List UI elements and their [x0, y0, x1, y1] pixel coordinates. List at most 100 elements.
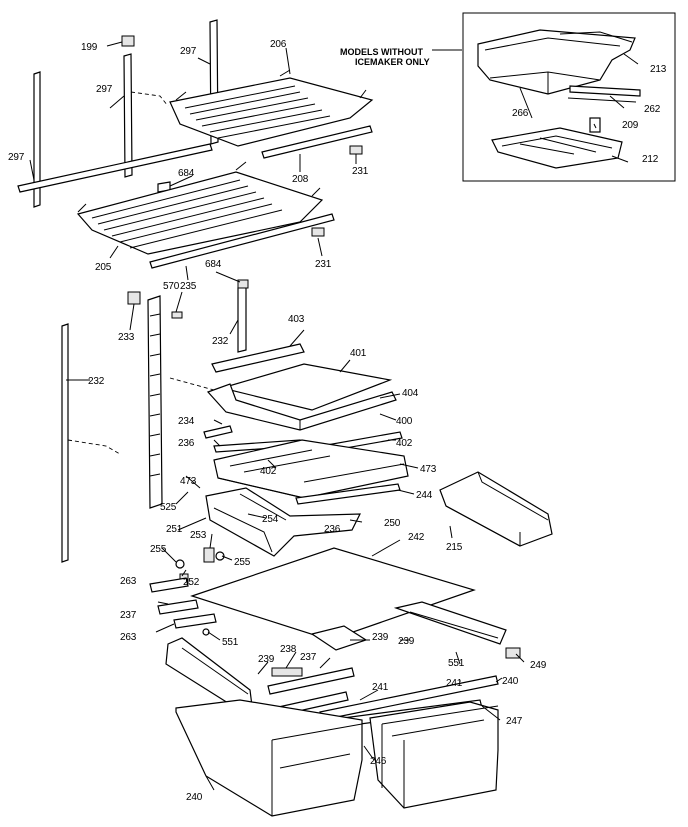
screw-684b: [237, 279, 249, 289]
label-473a: 473: [420, 464, 437, 475]
clip-249: [505, 647, 521, 659]
part-255a: [175, 559, 185, 569]
label-237b: 237: [300, 652, 317, 663]
shelf-trim-208: [261, 125, 373, 159]
label-213: 213: [650, 64, 667, 75]
tray-rail-lower: [567, 97, 637, 103]
label-232a: 232: [212, 336, 229, 347]
label-208: 208: [292, 174, 309, 185]
label-209: 209: [622, 120, 639, 131]
left-slide-frame: [165, 637, 253, 709]
label-239b: 239: [398, 636, 415, 647]
ladder-rail-upper: [237, 285, 247, 353]
rail-dash-a: [130, 91, 169, 107]
crisper-drawer-right-edges: [381, 705, 499, 808]
label-262: 262: [644, 104, 661, 115]
label-402a: 402: [396, 438, 413, 449]
leader-lines-paths: [29, 41, 525, 791]
ice-tray: [477, 29, 636, 95]
glass-shelf-401: [219, 363, 393, 411]
label-253: 253: [190, 530, 207, 541]
label-236b: 236: [324, 524, 341, 535]
ladder-rail-232b: [147, 295, 163, 509]
label-570: 570: [163, 281, 180, 292]
bracket-234: [203, 425, 233, 439]
label-266: 266: [512, 108, 529, 119]
label-684a: 684: [178, 168, 195, 179]
glass-panel-242: [190, 547, 476, 641]
cantilever-shelf-lines: [217, 449, 405, 499]
side-rail-232a: [61, 323, 69, 563]
icemaker-shelf-grid: [501, 135, 613, 155]
crisper-drawer-left: [175, 699, 363, 817]
crisper-frame-250: [205, 487, 361, 557]
label-234: 234: [178, 416, 195, 427]
label-235: 235: [180, 281, 197, 292]
label-254: 254: [262, 514, 279, 525]
label-249: 249: [530, 660, 547, 671]
tray-rail: [569, 85, 641, 97]
trim-403: [211, 343, 305, 373]
right-rail-239: [393, 601, 507, 645]
wire-shelf-205-tabs: [77, 161, 321, 213]
strip-237b: [267, 667, 355, 695]
wire-shelf-206-tabs: [175, 69, 367, 101]
clip-199: [121, 35, 135, 47]
label-233: 233: [118, 332, 135, 343]
label-240a: 240: [502, 676, 519, 687]
label-247: 247: [506, 716, 523, 727]
label-251: 251: [166, 524, 183, 535]
label-297b: 297: [96, 84, 113, 95]
inset-leader-lines: [519, 53, 639, 163]
freezer-section: [17, 19, 374, 269]
right-rail-239-inner: [409, 611, 499, 639]
label-473b: 473: [180, 476, 197, 487]
rear-rail-297: [123, 53, 133, 178]
support-231b: [311, 227, 325, 237]
inset-frame: [462, 12, 676, 182]
shelf-frame-404: [206, 383, 397, 431]
label-199: 199: [81, 42, 98, 53]
label-231a: 231: [352, 166, 369, 177]
label-551b: 551: [448, 658, 465, 669]
label-255b: 255: [234, 557, 251, 568]
label-551a: 551: [222, 637, 239, 648]
label-239a: 239: [372, 632, 389, 643]
cross-bar: [17, 143, 213, 193]
crisper-frame-edges: [213, 493, 287, 553]
label-205: 205: [95, 262, 112, 273]
label-237a: 237: [120, 610, 137, 621]
label-250: 250: [384, 518, 401, 529]
wire-shelf-205: [76, 171, 324, 255]
wire-shelf-206-wires: [184, 85, 331, 139]
label-246: 246: [370, 756, 387, 767]
label-525: 525: [160, 502, 177, 513]
screw-570: [171, 311, 183, 319]
door-bin-215: [439, 471, 553, 547]
bracket-233: [127, 291, 141, 305]
inset-header-line2: ICEMAKER ONLY: [355, 57, 430, 67]
label-404: 404: [402, 388, 419, 399]
label-401: 401: [350, 348, 367, 359]
strip-263b: [173, 613, 217, 629]
door-bin-215-edges: [445, 471, 549, 547]
wire-shelf-205-wires: [91, 179, 283, 249]
label-297c: 297: [8, 152, 25, 163]
icemaker-shelf: [491, 127, 623, 169]
label-239c: 239: [258, 654, 275, 665]
rail-dash-b: [67, 377, 215, 455]
label-231b: 231: [315, 259, 332, 270]
label-252: 252: [183, 577, 200, 588]
label-212: 212: [642, 154, 659, 165]
inset-header-line1: MODELS WITHOUT: [340, 47, 423, 57]
label-215: 215: [446, 542, 463, 553]
label-402b: 402: [260, 466, 277, 477]
shelf-trim-235: [149, 213, 335, 269]
part-551a: [202, 628, 210, 636]
part-238: [271, 667, 303, 677]
part-labels: 199 297 206 297 297 684 208 231 205 235 …: [8, 39, 667, 803]
label-400: 400: [396, 416, 413, 427]
part-253: [203, 547, 215, 563]
ice-tray-edges: [484, 37, 621, 94]
